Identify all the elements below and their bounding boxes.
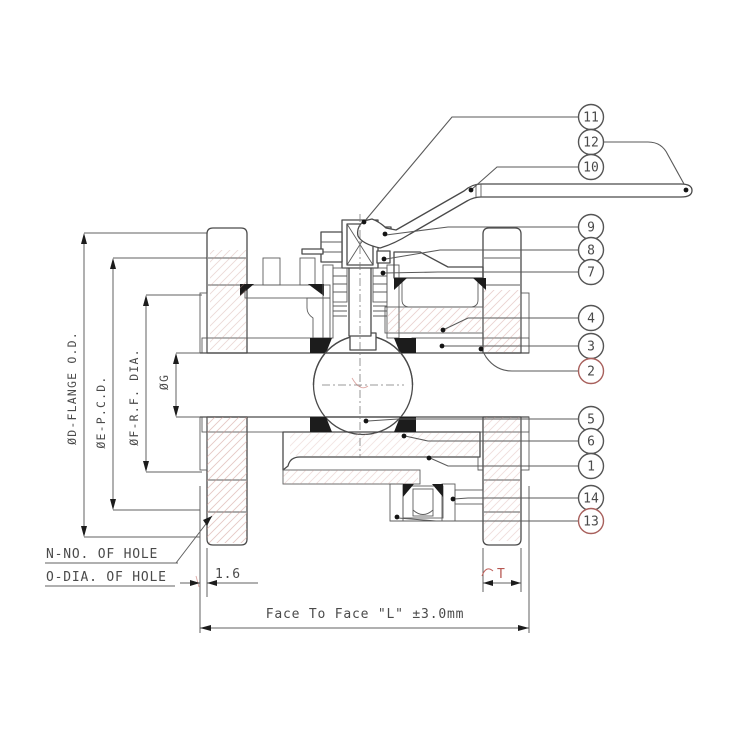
- holes-note: N-NO. OF HOLE O-DIA. OF HOLE: [45, 515, 213, 587]
- leader-13: [397, 517, 578, 522]
- cap-wall: [306, 297, 331, 339]
- balloon-6-label: 6: [587, 435, 595, 450]
- balloon-11-label: 11: [583, 111, 599, 126]
- right-raised-face-top: [520, 292, 530, 354]
- balloon-6: 6: [577, 427, 605, 455]
- seat-bottom-left: [310, 417, 332, 432]
- balloon-9: 9: [577, 213, 605, 241]
- dim-bore-g: ØG: [157, 352, 202, 418]
- balloon-2: 2: [577, 357, 605, 385]
- joint-lug-right: [299, 257, 316, 286]
- dim-raised-face: 1.6: [180, 486, 258, 633]
- centerlines: [322, 214, 404, 458]
- balloon-7: 7: [577, 258, 605, 286]
- leader-9: [385, 226, 578, 236]
- balloon-12-label: 12: [583, 136, 599, 151]
- balloon-5-label: 5: [587, 413, 595, 428]
- balloon-4: 4: [577, 304, 605, 332]
- bore-lines: [200, 352, 529, 418]
- seat-bottom-right: [394, 417, 416, 432]
- dim-flange-thickness: T: [481, 486, 530, 633]
- leader-4: [442, 317, 578, 331]
- raised-face-label: 1.6: [215, 567, 241, 582]
- flange-thickness-label: T: [497, 567, 505, 582]
- leader-5: [367, 418, 578, 422]
- leader-8: [385, 249, 578, 260]
- balloon-9-label: 9: [587, 221, 595, 236]
- handle: [356, 183, 693, 249]
- stem-packing: [332, 267, 388, 317]
- bore-g-label: ØG: [157, 374, 171, 390]
- balloon-13-label: 13: [583, 515, 599, 530]
- dim-face-to-face: Face To Face "L" ±3.0mm: [200, 607, 529, 631]
- leader-2: [481, 349, 578, 372]
- joint-lug-left: [262, 257, 281, 286]
- balloon-4-label: 4: [587, 312, 595, 327]
- leader-12: [604, 141, 685, 185]
- dim-pcd: ØE-P.C.D.: [94, 257, 207, 511]
- stem-hex-nut: [320, 231, 343, 263]
- balloon-8-label: 8: [587, 244, 595, 259]
- pcd-label: ØE-P.C.D.: [94, 375, 108, 448]
- left-raised-face-bottom: [199, 416, 208, 471]
- balloon-8: 8: [577, 236, 605, 264]
- balloon-1: 1: [577, 452, 605, 480]
- balloon-13: 13: [577, 507, 605, 535]
- balloon-2-label: 2: [587, 365, 595, 380]
- holes-count-label: N-NO. OF HOLE: [46, 547, 158, 562]
- balloon-1-label: 1: [587, 460, 595, 475]
- leader-14: [453, 497, 578, 500]
- dim-rf-dia: ØF-R.F. DIA.: [127, 294, 202, 473]
- balloon-10-label: 10: [583, 161, 599, 176]
- right-raised-face-bottom: [520, 416, 530, 471]
- mounting-recess: [401, 278, 479, 308]
- balloon-14-label: 14: [583, 492, 599, 507]
- balloon-3-label: 3: [587, 340, 595, 355]
- balloon-3: 3: [577, 332, 605, 360]
- rf-dia-label: ØF-R.F. DIA.: [127, 348, 141, 445]
- drain-plug-assembly: [389, 483, 484, 522]
- body-mid-band: [384, 306, 484, 334]
- leader-7: [384, 271, 578, 274]
- balloon-7-label: 7: [587, 266, 595, 281]
- leader-lines: [361, 116, 689, 522]
- leader-6: [404, 435, 578, 442]
- leader-11: [363, 116, 578, 223]
- balloon-14: 14: [577, 484, 605, 512]
- flange-od-label: ØD-FLANGE O.D.: [65, 331, 79, 445]
- leader-1: [429, 457, 578, 467]
- balloon-11: 11: [577, 103, 605, 131]
- face-to-face-label: Face To Face "L" ±3.0mm: [266, 607, 464, 622]
- balloon-12: 12: [577, 128, 605, 156]
- holes-dia-label: O-DIA. OF HOLE: [46, 570, 167, 585]
- seat-top-left: [310, 338, 332, 353]
- stem-housing-left: [322, 264, 334, 339]
- drain-plug: [402, 485, 444, 519]
- leader-10: [470, 166, 578, 191]
- dim-flange-od: ØD-FLANGE O.D.: [65, 232, 207, 538]
- left-raised-face-top: [199, 292, 208, 354]
- part-balloons: 11 12 10 9 8 7 4 3 2 5 6 1 14 13: [577, 103, 605, 535]
- seat-top-right: [394, 338, 416, 353]
- balloon-10: 10: [577, 153, 605, 181]
- balloon-5: 5: [577, 405, 605, 433]
- stop-pin: [301, 248, 324, 255]
- red-artifacts: [195, 250, 520, 588]
